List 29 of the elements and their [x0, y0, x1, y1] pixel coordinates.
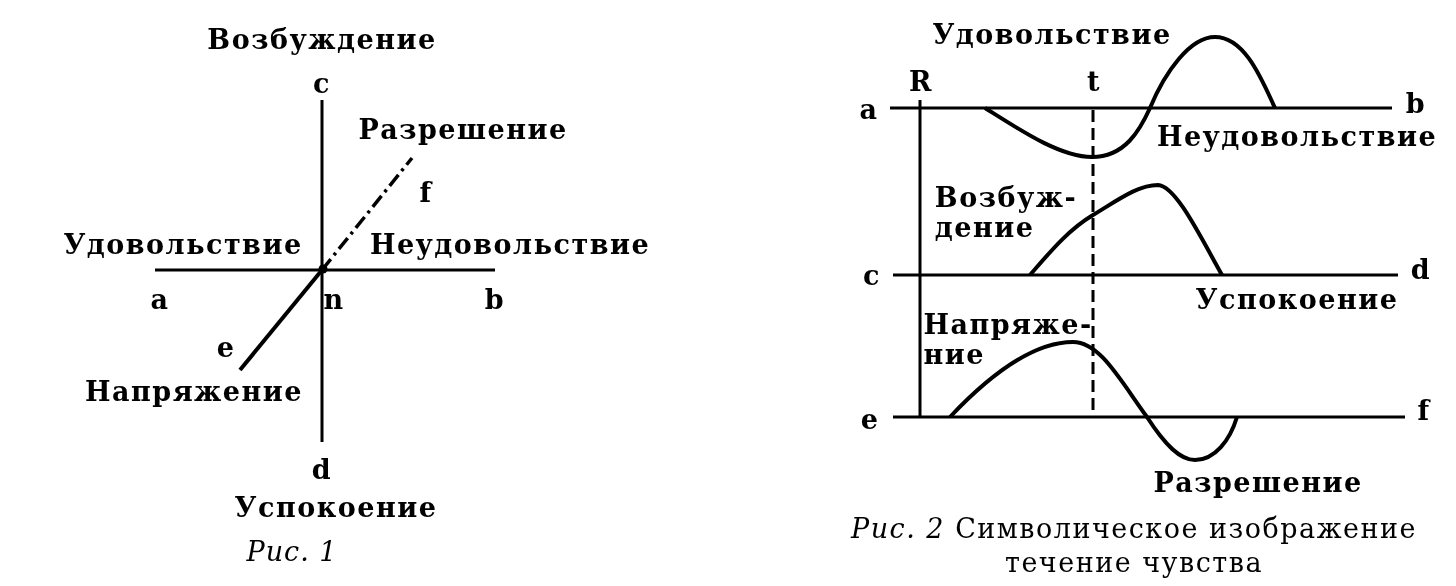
- figure-caption: Рис. 1: [246, 536, 338, 568]
- axis-letter: c: [313, 68, 331, 100]
- figure-caption: Рис. 2 Символическое изображение течение чувства: [849, 512, 1418, 580]
- axis-letter: d: [1410, 254, 1432, 286]
- axis-letter: t: [1087, 66, 1101, 98]
- axis-letter: a: [150, 284, 170, 316]
- axis-letter: R: [909, 66, 933, 98]
- curve-label: Успокоение: [1195, 284, 1399, 316]
- axis-label: Разрешение: [358, 114, 568, 146]
- curve-label: Разрешение: [1153, 467, 1363, 499]
- axis-letter: b: [484, 284, 506, 316]
- axis-letter: n: [323, 284, 345, 316]
- curve-label: Напряже- ние: [923, 310, 1093, 370]
- axis-letter: d: [311, 454, 333, 486]
- axis-letter: b: [1405, 88, 1427, 120]
- axis-letter: f: [419, 177, 433, 209]
- curve-label: Удовольствие: [932, 19, 1172, 51]
- axis-letter: e: [860, 404, 880, 436]
- axis-letter: a: [859, 94, 879, 126]
- axis-label: Напряжение: [85, 376, 303, 408]
- axis-letter: f: [1417, 395, 1431, 427]
- curve-label: Неудовольствие: [1156, 121, 1438, 153]
- axis-label: Успокоение: [234, 492, 438, 524]
- axis-label: Возбуждение: [207, 24, 437, 56]
- axis-letter: c: [863, 260, 881, 292]
- axis-label: Неудовольствие: [369, 229, 651, 261]
- axis-letter: e: [216, 332, 236, 364]
- curve-label: Возбуж- дение: [934, 183, 1078, 243]
- axis-label: Удовольствие: [63, 229, 303, 261]
